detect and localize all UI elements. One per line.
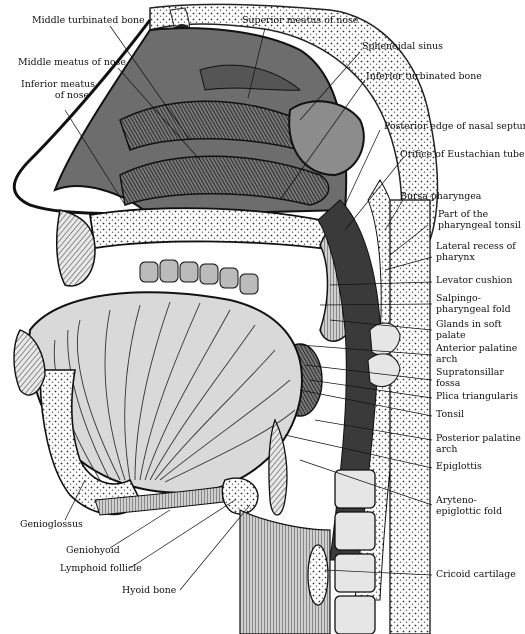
hard-palate <box>88 207 337 252</box>
sphenoidal-sinus <box>288 100 365 177</box>
label-supratonsillar-fossa: Supratonsillar fossa <box>436 367 504 389</box>
label-orifice-eustachian: Orifice of Eustachian tube <box>400 149 525 160</box>
label-inferior-meatus: Inferior meatus of nose <box>21 79 95 101</box>
label-middle-meatus: Middle meatus of nose <box>18 57 126 68</box>
label-tonsil: Tonsil <box>436 409 465 420</box>
label-levator-cushion: Levator cushion <box>436 275 513 286</box>
label-epiglottis: Epiglottis <box>436 461 482 472</box>
label-anterior-palatine-arch: Anterior palatine arch <box>436 343 518 365</box>
superior-turbinate <box>199 64 302 91</box>
label-inferior-turbinated-bone: Inferior turbinated bone <box>366 71 482 82</box>
label-superior-meatus: Superior meatus of nose <box>242 15 359 26</box>
label-cricoid-cartilage: Cricoid cartilage <box>436 569 516 580</box>
label-middle-turbinated-bone: Middle turbinated bone <box>32 15 145 26</box>
label-posterior-edge-septum: Posterior edge of nasal septum <box>384 121 525 132</box>
upper-teeth <box>139 259 259 295</box>
leader-lines <box>64 25 433 591</box>
epiglottis-shape <box>268 418 288 516</box>
cricoid-cartilage-shape <box>307 544 329 606</box>
label-aryteno-epiglottic-fold: Aryteno- epiglottic fold <box>436 495 503 517</box>
hyoid-bone-shape <box>221 477 259 515</box>
label-glands-soft-palate: Glands in soft palate <box>436 319 502 341</box>
label-salpingo: Salpingo- pharyngeal fold <box>436 293 511 315</box>
external-nose-outline <box>12 19 152 217</box>
vertebral-column <box>334 199 431 634</box>
label-posterior-palatine-arch: Posterior palatine arch <box>436 433 521 455</box>
label-bursa-pharyngea: Bursa pharyngea <box>400 191 482 202</box>
label-plica-triangularis: Plica triangularis <box>436 391 518 402</box>
lower-lip <box>13 329 46 396</box>
inferior-turbinate <box>119 155 330 206</box>
label-genioglossus: Genioglossus <box>20 519 83 530</box>
larynx <box>239 509 331 634</box>
label-sphenoidal-sinus: Sphenoidal sinus <box>362 41 443 52</box>
label-lymphoid-follicle: Lymphoid follicle <box>60 563 142 574</box>
label-lateral-recess: Lateral recess of pharynx <box>436 241 516 263</box>
label-geniohyoid: Geniohyoid <box>66 545 120 556</box>
label-pharyngeal-tonsil: Part of the pharyngeal tonsil <box>438 209 521 231</box>
upper-lip <box>55 209 96 287</box>
label-hyoid-bone: Hyoid bone <box>122 585 177 596</box>
